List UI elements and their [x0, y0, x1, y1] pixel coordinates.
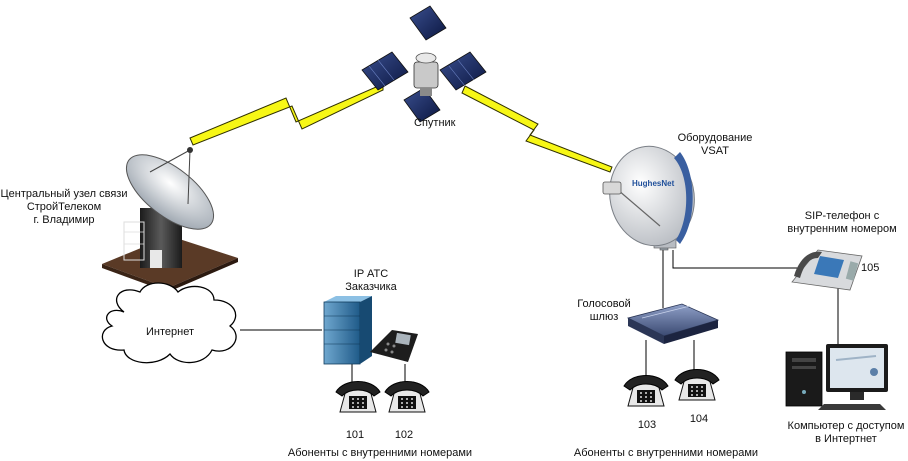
phone-102-number: 102	[394, 429, 414, 441]
vsat-label: Оборудование VSAT	[670, 132, 760, 158]
cables	[169, 250, 839, 385]
computer-label: Компьютер с доступом в Интертнет	[784, 420, 908, 446]
hub-label-line3: г. Владимир	[33, 214, 95, 226]
vsat-label-line2: VSAT	[701, 145, 729, 157]
pbx-label-line2: Заказчика	[345, 281, 397, 293]
vsat-dish-icon: HughesNet	[602, 145, 695, 251]
gateway-label-line2: шлюз	[589, 311, 619, 323]
right-subscribers-caption: Абоненты с внутренними номерами	[573, 447, 759, 459]
phone-101-icon	[335, 381, 381, 413]
phone-103-number: 103	[637, 419, 657, 431]
vsat-brand-text: HughesNet	[632, 179, 675, 188]
sip-phone-number: 105	[861, 262, 880, 274]
gateway-label: Голосовой шлюз	[574, 298, 634, 324]
phone-101-number: 101	[345, 429, 365, 441]
computer-label-line1: Компьютер с доступом	[787, 420, 905, 432]
internet-label: Интернет	[146, 326, 194, 338]
phone-104-number: 104	[689, 413, 709, 425]
hub-label-line2: СтройТелеком	[26, 201, 102, 213]
link-hub-satellite	[189, 83, 384, 146]
gateway-label-line1: Голосовой	[577, 298, 631, 310]
hub-label-line1: Центральный узел связи	[0, 188, 128, 200]
phone-104-icon	[674, 369, 720, 401]
pbx-label: IP АТС Заказчика	[336, 268, 406, 294]
internet-cloud-icon	[101, 282, 237, 364]
phone-102-icon	[384, 381, 430, 413]
left-subscribers-caption: Абоненты с внутренними номерами	[287, 447, 473, 459]
link-satellite-vsat	[461, 85, 613, 173]
sip-phone-label: SIP-телефон с внутренним номером	[782, 210, 902, 236]
hub-label: Центральный узел связи СтройТелеком г. В…	[0, 188, 128, 227]
ip-pbx-icon	[323, 296, 372, 365]
pbx-label-line1: IP АТС	[353, 268, 389, 280]
phone-103-icon	[623, 375, 669, 407]
sip-phone-label-line2: внутренним номером	[787, 223, 897, 235]
sip-phone-label-line1: SIP-телефон с	[804, 210, 880, 222]
computer-icon	[785, 344, 888, 410]
vsat-to-sip-cable	[672, 250, 808, 269]
voice-gateway-icon	[626, 303, 720, 344]
computer-label-line2: в Интертнет	[815, 433, 877, 445]
hub-antenna-icon	[102, 147, 238, 292]
sip-phone-icon	[791, 249, 863, 291]
satellite-label: Спутник	[414, 117, 456, 129]
vsat-label-line1: Оборудование	[677, 132, 753, 144]
satellite-icon	[361, 5, 487, 123]
pbx-desk-phone-icon	[370, 330, 418, 362]
